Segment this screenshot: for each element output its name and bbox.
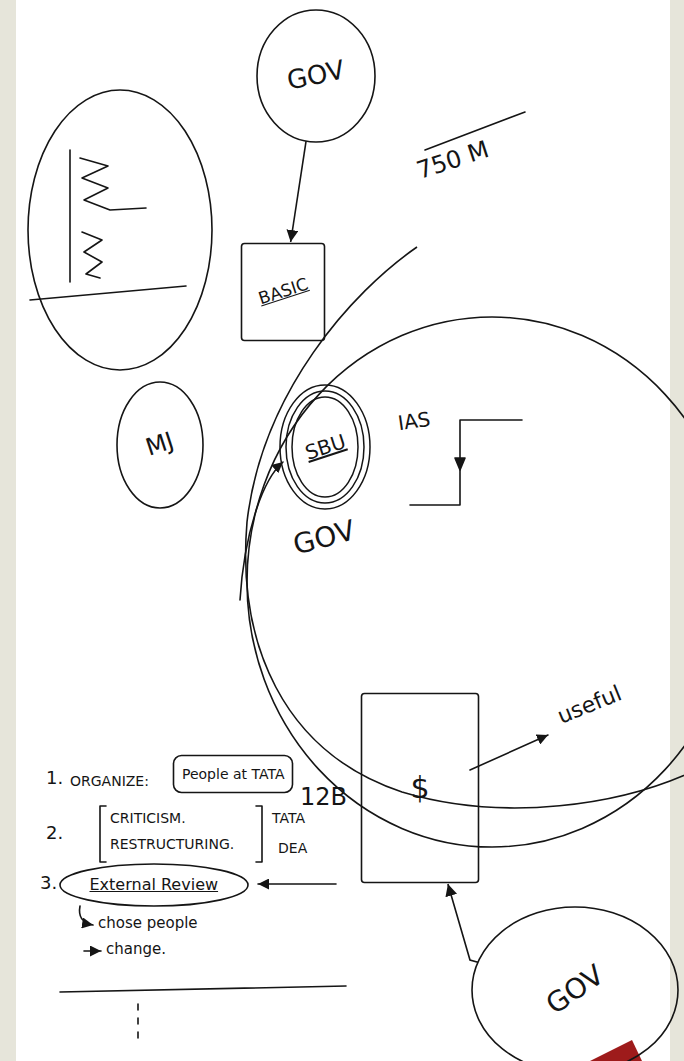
note-label: chose people xyxy=(98,915,198,932)
node-text: External Review xyxy=(90,876,219,894)
list-item: RESTRUCTURING. xyxy=(110,836,234,852)
core-rings: SBU xyxy=(278,383,372,511)
population-circle-outline xyxy=(98,68,398,218)
pointer-arrow xyxy=(258,883,336,885)
node-text: People at TATA xyxy=(182,766,284,782)
connector-arrow xyxy=(291,141,306,242)
node-text: 12B xyxy=(300,784,347,812)
page-margin xyxy=(0,0,16,1061)
note-label: TATA xyxy=(272,810,305,826)
note-label: change. xyxy=(106,941,166,958)
unit-circle: MJ xyxy=(115,380,205,510)
dotted-line xyxy=(137,1004,139,1038)
chart-baseline xyxy=(30,286,186,300)
ias-label: IAS xyxy=(397,408,432,435)
people-box: People at TATA xyxy=(172,754,294,794)
chart-bars xyxy=(82,232,102,278)
page-margin xyxy=(670,0,684,1061)
money-box: $ xyxy=(360,692,480,884)
divider-line xyxy=(60,986,346,992)
list-item: CRITICISM. xyxy=(110,810,186,826)
node-text: GOV xyxy=(540,959,610,1021)
basic-box: BASIC xyxy=(240,242,326,342)
node-text: 750 M xyxy=(414,136,493,185)
list-item: ORGANIZE: xyxy=(70,773,149,789)
note-label: DEA xyxy=(278,840,307,856)
node-text: $ xyxy=(411,771,430,806)
outline-shape xyxy=(60,864,248,906)
list-number: 1. xyxy=(46,768,63,789)
node-text: MJ xyxy=(142,427,177,462)
outline-shape xyxy=(362,694,479,883)
outline-shape xyxy=(280,385,370,509)
step-marker xyxy=(455,458,465,470)
node-text: BASIC xyxy=(256,275,311,309)
gov-circle: GOV xyxy=(255,8,377,144)
outline-shape xyxy=(246,247,684,808)
list-number: 2. xyxy=(46,823,63,844)
bracket xyxy=(100,806,106,862)
bracket xyxy=(256,806,262,862)
chart-axis xyxy=(69,150,71,282)
node-text: GOV xyxy=(285,55,348,96)
region-outline: BASICMJSBU750 M12B xyxy=(38,180,608,750)
pointer-arrow xyxy=(84,950,101,952)
chart-bars xyxy=(80,158,146,210)
connector-arrow xyxy=(448,884,478,962)
outline-shape xyxy=(174,756,293,793)
outline-shape xyxy=(247,317,684,847)
population-circle: BASIC MJ SBU 750 M xyxy=(98,68,608,683)
note-label: useful xyxy=(554,680,625,728)
pointer-arrow xyxy=(470,735,548,770)
review-oval: External Review xyxy=(58,862,250,908)
gov-label: GOV xyxy=(290,514,359,561)
outline-shape xyxy=(242,244,325,341)
outline-shape xyxy=(286,391,364,503)
outline-shape xyxy=(117,382,203,508)
region-outline-outline xyxy=(38,180,338,330)
pointer-arrow xyxy=(80,906,93,925)
outline-shape xyxy=(292,397,358,497)
step-line xyxy=(410,420,522,505)
list-number: 3. xyxy=(40,873,57,894)
outline-shape xyxy=(472,907,678,1061)
node-text: SBU xyxy=(302,430,348,465)
chart-oval xyxy=(28,90,212,370)
outline-shape xyxy=(257,10,375,142)
gov-circle: GOV xyxy=(470,905,680,1061)
